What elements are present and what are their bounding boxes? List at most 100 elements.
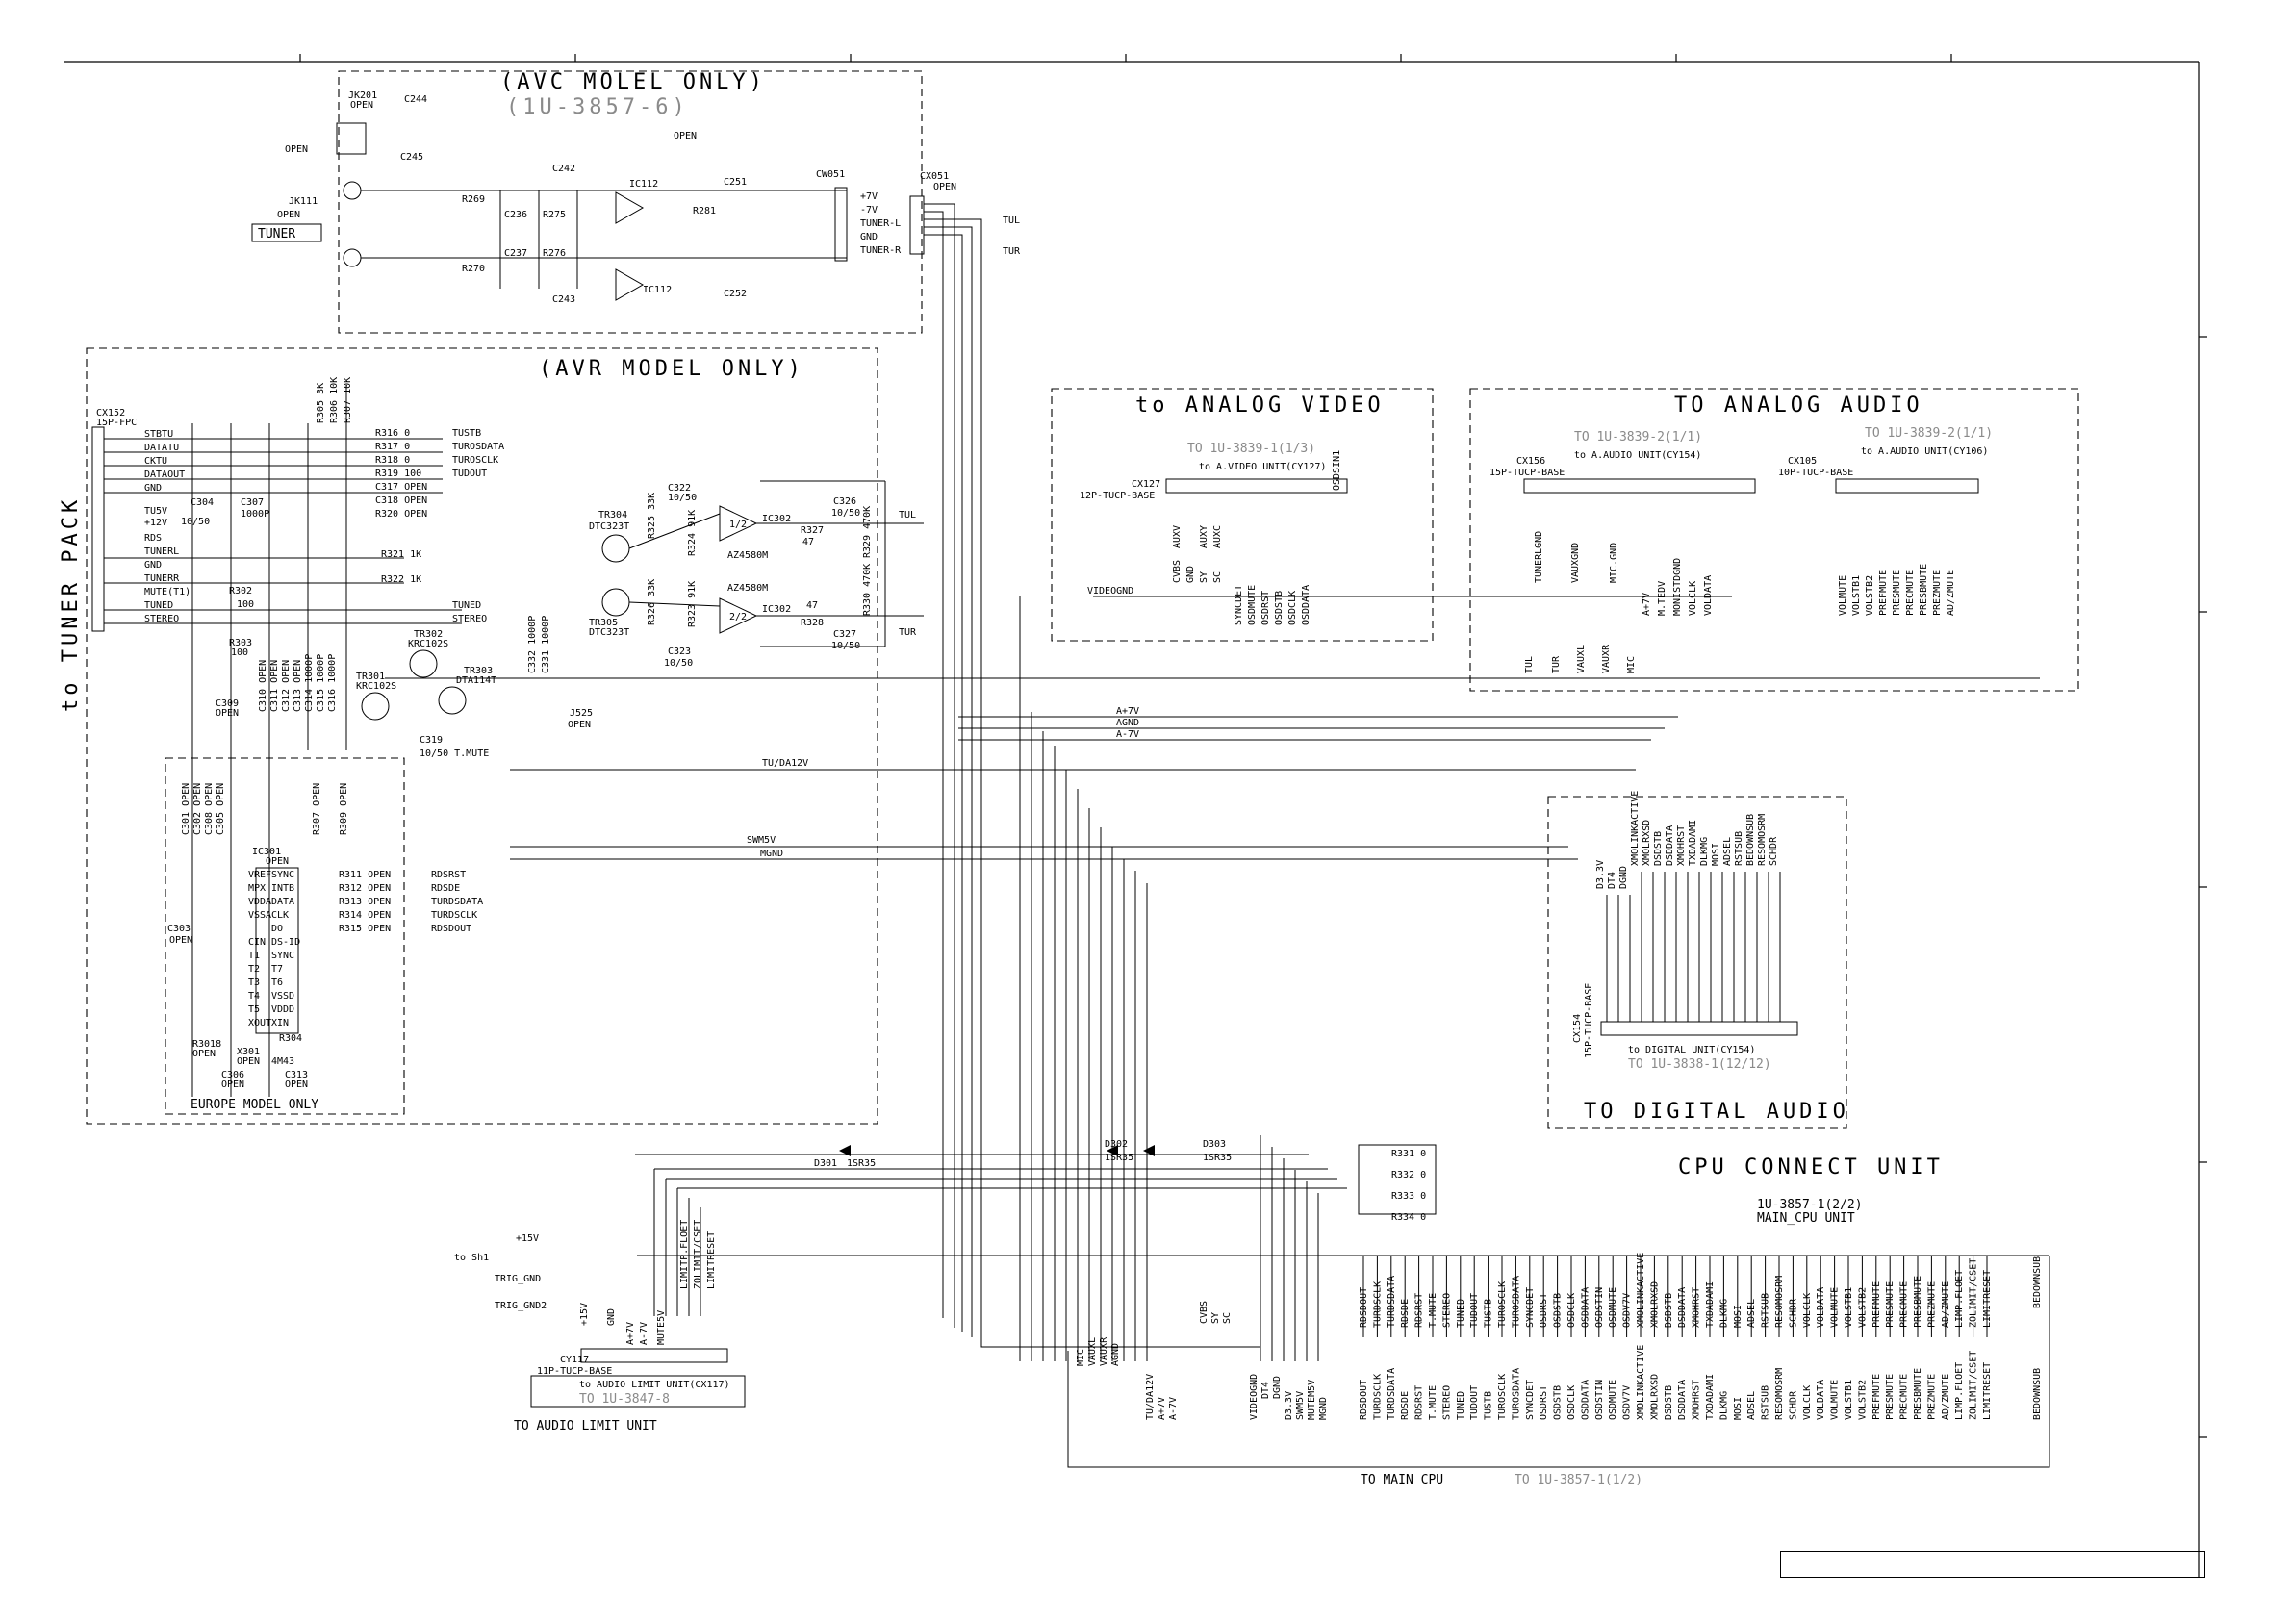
ic112b-symbol bbox=[615, 268, 645, 301]
avc-section: (AVC MOLEL ONLY) (1U-3857-6) JK201 OPEN … bbox=[251, 70, 1021, 305]
cx105-connector bbox=[1835, 478, 1979, 494]
r316: R316 0 bbox=[375, 428, 410, 439]
c243-label: C243 bbox=[552, 294, 575, 305]
cx105-type: 10P-TUCP-BASE bbox=[1778, 468, 1853, 478]
r331: R331 0 bbox=[1391, 1149, 1426, 1159]
aa-pin-b-4: VAUXR bbox=[1601, 644, 1612, 673]
ic-right-7: SYNC bbox=[271, 951, 294, 961]
cpu-pin-bottom-4: RDSDE bbox=[1400, 1391, 1411, 1420]
cpu-pin-labels: RDSDOUTRDSDOUTTURDSCLKTURDSCLKTURDSDATAT… bbox=[1359, 1253, 1993, 1420]
cpu-pin-bottom-45: ZOLIMIT/CSET bbox=[1969, 1351, 1979, 1420]
tur-label-avc: TUR bbox=[1003, 246, 1021, 257]
cpu-pin-bottom-9: TUDOUT bbox=[1469, 1385, 1480, 1420]
tr301-symbol bbox=[361, 692, 390, 721]
tr302-symbol bbox=[409, 649, 438, 678]
cpu-footer: TO MAIN CPU bbox=[1361, 1473, 1443, 1487]
cpu-pin-bottom-30: RSTSUB bbox=[1761, 1385, 1771, 1420]
g1-pin-2: VAUXL bbox=[1087, 1337, 1098, 1366]
g4-pin-2: DGND bbox=[1272, 1376, 1283, 1399]
av-pin-5: SYNCDET bbox=[1234, 585, 1244, 625]
c311: C311 OPEN bbox=[269, 660, 280, 712]
g3-pin-4: VIDEOGND bbox=[1249, 1374, 1260, 1420]
r333: R333 0 bbox=[1391, 1191, 1426, 1202]
r332: R332 0 bbox=[1391, 1170, 1426, 1180]
g1-pin-4: AGND bbox=[1110, 1343, 1121, 1366]
cx152-pin-1: STBTU bbox=[144, 429, 173, 440]
ic112a-symbol bbox=[615, 191, 645, 224]
rail-tu12v: TU/DA12V bbox=[762, 758, 808, 769]
cx127-connector bbox=[1165, 478, 1348, 494]
analog-video-box bbox=[1051, 388, 1434, 642]
da-pin-1: D3.3V bbox=[1595, 860, 1606, 889]
title-block bbox=[1780, 1551, 2205, 1578]
cpu-pin-bottom-18: OSDSTIN bbox=[1594, 1380, 1605, 1420]
net-rdsrst: RDSRST bbox=[431, 870, 466, 880]
da-pin-10: DLKMG bbox=[1699, 837, 1710, 866]
cpu-pin-bottom-23: DSDSTB bbox=[1664, 1385, 1674, 1420]
g4-pin-6: MGND bbox=[1318, 1397, 1329, 1420]
audio-limit-footer: TO AUDIO LIMIT UNIT bbox=[514, 1419, 657, 1434]
avr-section: (AVR MODEL ONLY) CX152 15P-FPC STBTU DAT… bbox=[91, 357, 924, 1097]
bedown-label: BEDOWNSUB bbox=[2032, 1256, 2043, 1308]
ic-left-8: T3 bbox=[248, 977, 260, 988]
ic-right-12: XIN bbox=[271, 1018, 289, 1028]
d301-symbol bbox=[839, 1145, 851, 1156]
g1-pin-1: MIC bbox=[1076, 1349, 1086, 1366]
ic301-chip bbox=[255, 867, 299, 1034]
aa-pin2-5: PRESMUTE bbox=[1892, 570, 1902, 616]
ic302a-type: AZ4580M bbox=[727, 550, 768, 561]
g4-pin-4: SWM5V bbox=[1295, 1391, 1306, 1420]
open-label-mid: OPEN bbox=[674, 131, 697, 141]
europe-r309: R309 OPEN bbox=[339, 783, 349, 835]
section-boxes bbox=[86, 70, 2079, 1129]
digital-audio-box bbox=[1547, 796, 1847, 1129]
europe-r311: R311 OPEN bbox=[339, 870, 391, 880]
europe-r304: R304 bbox=[279, 1033, 302, 1044]
tr305-type: DTC323T bbox=[589, 627, 629, 638]
c318: C318 OPEN bbox=[375, 495, 427, 506]
d303-type: 1SR35 bbox=[1203, 1153, 1232, 1163]
aa-pin2-4: PREFMUTE bbox=[1878, 570, 1889, 616]
g1-pin-3: VAUXR bbox=[1099, 1336, 1109, 1366]
ic-right-5: DO bbox=[271, 924, 283, 934]
aa-pin-1: TUNERLGND bbox=[1534, 531, 1544, 583]
cw051-pin-2: -7V bbox=[860, 205, 878, 216]
cx051-open: OPEN bbox=[933, 182, 956, 192]
r330: R330 470K bbox=[862, 564, 873, 616]
rail-swm5v: SWM5V bbox=[747, 835, 776, 846]
tr302-type: KRC102S bbox=[408, 639, 448, 649]
c317: C317 OPEN bbox=[375, 482, 427, 493]
tul-label-avc: TUL bbox=[1003, 216, 1020, 226]
r319: R319 100 bbox=[375, 469, 421, 479]
g2-pin-3: A-7V bbox=[1168, 1397, 1179, 1420]
c326-label: C326 bbox=[833, 496, 856, 507]
aa-pin-3: MIC.GND bbox=[1609, 543, 1619, 583]
tur-label-avr: TUR bbox=[899, 627, 917, 638]
audio-limit-bracket bbox=[530, 1375, 746, 1408]
c327-val: 10/50 bbox=[831, 641, 860, 651]
ic-right-8: T7 bbox=[271, 964, 283, 975]
d303-symbol bbox=[1143, 1145, 1155, 1156]
cw051-pin-4: GND bbox=[860, 232, 878, 242]
avc-r275: R275 bbox=[543, 210, 566, 220]
ic-right-1: SYNC bbox=[271, 870, 294, 880]
cpu-pin-bottom-14: OSDRST bbox=[1539, 1385, 1549, 1420]
aa-pin2-1: VOLMUTE bbox=[1838, 575, 1848, 616]
ic-left-2: MPX bbox=[248, 883, 266, 894]
p15v-label: +15V bbox=[516, 1233, 539, 1244]
d301-type: 1SR35 bbox=[847, 1158, 876, 1169]
c307: C307 bbox=[241, 497, 264, 508]
cpu-pin-bottom-27: DLKMG bbox=[1718, 1391, 1729, 1420]
ic112b-label: IC112 bbox=[643, 285, 672, 295]
open-label: OPEN bbox=[285, 144, 308, 155]
ic302a-symbol bbox=[719, 505, 758, 542]
j525-label: J525 bbox=[570, 708, 593, 719]
cpu-pin-bottom-42: PREZMUTE bbox=[1926, 1374, 1937, 1420]
tuner-label-box bbox=[251, 223, 322, 242]
cy117-label: CY117 bbox=[560, 1355, 589, 1365]
avc-c237: C237 bbox=[504, 248, 527, 259]
cpu-pin-bottom-10: TUSTB bbox=[1484, 1391, 1494, 1420]
cpu-pin-bottom-28: MOSI bbox=[1733, 1397, 1744, 1420]
da-pin-3: DGND bbox=[1618, 866, 1629, 889]
